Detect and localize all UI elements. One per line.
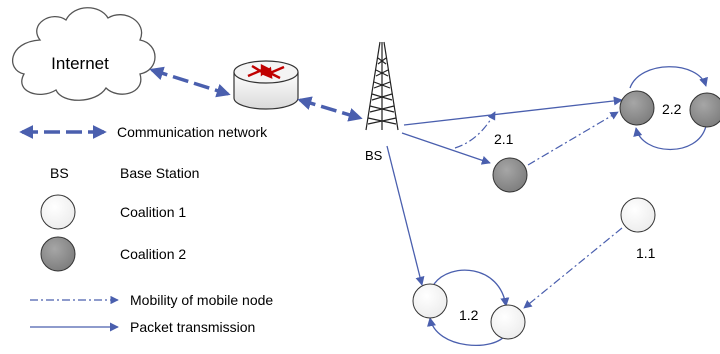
node-2-2-label: 2.2	[662, 101, 682, 117]
node-2-2-a	[619, 90, 655, 126]
mobility-1-1-to-1-2	[523, 227, 623, 309]
legend-coalition-1-symbol	[40, 194, 76, 230]
mobility-2-1-to-2-2	[527, 111, 619, 166]
packet-bs-to-1-2	[386, 145, 425, 286]
legend-coalition-1: Coalition 1	[120, 204, 186, 220]
packet-bs-to-2-1	[401, 132, 491, 165]
legend-coalition-2: Coalition 2	[120, 246, 186, 262]
base-station-icon	[365, 41, 399, 131]
node-1-1	[620, 197, 656, 233]
internet-cloud-icon: Internet	[12, 7, 156, 101]
legend-bs-symbol: BS	[50, 165, 69, 181]
bs-label: BS	[365, 148, 383, 163]
node-1-1-label: 1.1	[636, 245, 656, 261]
router-icon	[233, 60, 299, 110]
packet-1-2-loop-bottom	[427, 317, 507, 346]
legend: Communication network BS Base Station Co…	[19, 124, 273, 335]
packet-2-2-loop-top	[629, 66, 708, 89]
node-2-1	[492, 157, 528, 193]
legend-communication-network: Communication network	[117, 124, 268, 140]
node-1-2-label: 1.2	[459, 307, 479, 323]
legend-packet-transmission: Packet transmission	[130, 319, 255, 335]
internet-label: Internet	[51, 54, 109, 73]
mobility-bs-to-2-1	[454, 111, 496, 149]
node-1-2-b	[490, 304, 526, 340]
packet-1-2-loop-top	[433, 269, 510, 307]
node-1-2-a	[412, 283, 448, 319]
packet-2-2-loop-bottom	[633, 125, 707, 150]
internet-router-link	[149, 66, 231, 98]
legend-mobility: Mobility of mobile node	[130, 292, 273, 308]
packet-bs-to-2-2	[403, 96, 623, 126]
node-2-2-b	[689, 92, 720, 128]
legend-base-station: Base Station	[120, 165, 199, 181]
router-bs-link	[297, 96, 363, 122]
legend-coalition-2-symbol	[40, 236, 76, 272]
node-2-1-label: 2.1	[494, 131, 514, 147]
